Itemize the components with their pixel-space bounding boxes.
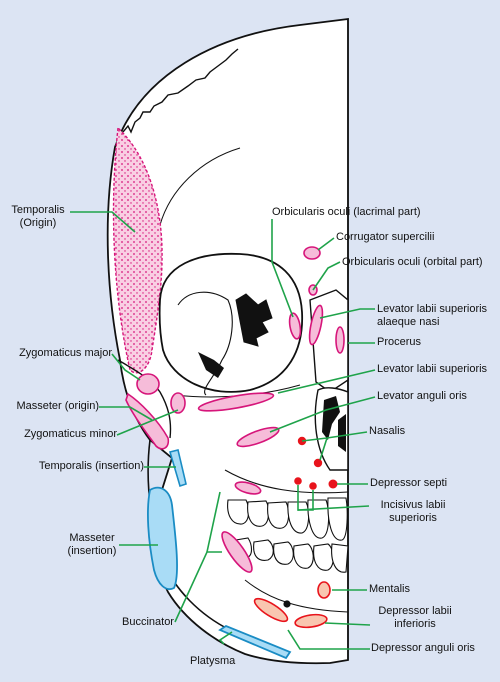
masseter-origin-area bbox=[125, 392, 170, 450]
label-procerus: Procerus bbox=[377, 336, 422, 348]
label-temporalis-origin: Temporalis (Origin) bbox=[6, 204, 70, 230]
zygomatic-arch bbox=[117, 359, 172, 439]
upper-gum bbox=[224, 469, 349, 494]
label-zygomaticus-major: Zygomaticus major bbox=[19, 347, 112, 359]
incisivus-dot-1 bbox=[294, 477, 302, 485]
nasalis-dot-2 bbox=[313, 458, 323, 468]
levator-alaeque-area bbox=[308, 304, 324, 346]
label-depressor-septi: Depressor septi bbox=[370, 477, 448, 489]
depressor-labii-area bbox=[294, 613, 328, 629]
label-nasalis: Nasalis bbox=[369, 425, 406, 437]
label-temporalis-insertion: Temporalis (insertion) bbox=[38, 460, 144, 472]
incisivus-dot-2 bbox=[309, 482, 317, 490]
orbit bbox=[158, 252, 303, 393]
temporalis-origin-area bbox=[112, 126, 163, 374]
label-masseter-origin: Masseter (origin) bbox=[16, 400, 99, 412]
orbicularis-lacrimal-area bbox=[288, 312, 302, 340]
label-line: alaeque nasi bbox=[377, 316, 440, 328]
label-depressor-labii: Depressor labii inferioris bbox=[370, 605, 460, 631]
label-line: Levator labii superioris bbox=[377, 303, 488, 315]
zygomaticus-minor-area bbox=[170, 392, 186, 414]
label-line: (insertion) bbox=[67, 545, 117, 557]
label-line: Incisivus labii bbox=[380, 499, 446, 511]
label-line: inferioris bbox=[394, 618, 436, 630]
buccinator-lower-area bbox=[221, 531, 253, 573]
orbit-floor bbox=[198, 352, 224, 378]
label-line: Temporalis bbox=[11, 204, 65, 216]
procerus-area bbox=[335, 326, 345, 354]
label-orbicularis-orbital: Orbicularis oculi (orbital part) bbox=[342, 256, 483, 268]
label-line: Depressor labii bbox=[378, 605, 452, 617]
mental-foramen bbox=[283, 600, 291, 608]
corrugator-area bbox=[303, 246, 321, 260]
temporalis-insertion-area bbox=[168, 449, 187, 488]
mentalis-area bbox=[317, 581, 331, 599]
levator-labii-area bbox=[197, 392, 275, 412]
label-levator-alaeque: Levator labii superioris alaeque nasi bbox=[377, 303, 487, 329]
label-masseter-insertion: Masseter (insertion) bbox=[64, 532, 120, 558]
muscle-areas bbox=[125, 246, 345, 660]
label-levator-labii: Levator labii superioris bbox=[377, 363, 488, 375]
zygomaticus-major-area bbox=[136, 373, 160, 395]
label-platysma: Platysma bbox=[190, 655, 236, 667]
upper-teeth bbox=[227, 497, 348, 541]
lower-teeth bbox=[233, 537, 349, 573]
nasal-turbinate-2 bbox=[338, 414, 346, 452]
label-line: superioris bbox=[389, 512, 437, 524]
buccinator-upper-area bbox=[234, 481, 262, 495]
label-line: Masseter bbox=[69, 532, 115, 544]
label-levator-anguli: Levator anguli oris bbox=[377, 390, 467, 402]
label-buccinator: Buccinator bbox=[122, 616, 174, 628]
label-depressor-anguli: Depressor anguli oris bbox=[371, 642, 475, 654]
leader-lines bbox=[70, 211, 376, 650]
label-orbicularis-lacrimal: Orbicularis oculi (lacrimal part) bbox=[272, 206, 421, 218]
frontozygomatic-line bbox=[159, 147, 241, 226]
label-zygomaticus-minor: Zygomaticus minor bbox=[24, 428, 117, 440]
masseter-insertion-area bbox=[147, 486, 178, 590]
depressor-septi-dot bbox=[328, 479, 338, 489]
orbit-inner bbox=[177, 291, 233, 396]
platysma-area bbox=[218, 624, 292, 660]
sphenoid-fissure bbox=[235, 293, 273, 347]
label-corrugator: Corrugator supercilii bbox=[336, 231, 435, 243]
label-line: (Origin) bbox=[19, 217, 57, 229]
levator-anguli-area bbox=[236, 426, 280, 448]
depressor-anguli-area bbox=[253, 597, 289, 623]
label-incisivus: Incisivus labii superioris bbox=[370, 499, 456, 525]
coronal-suture bbox=[122, 48, 239, 134]
label-mentalis: Mentalis bbox=[369, 583, 410, 595]
